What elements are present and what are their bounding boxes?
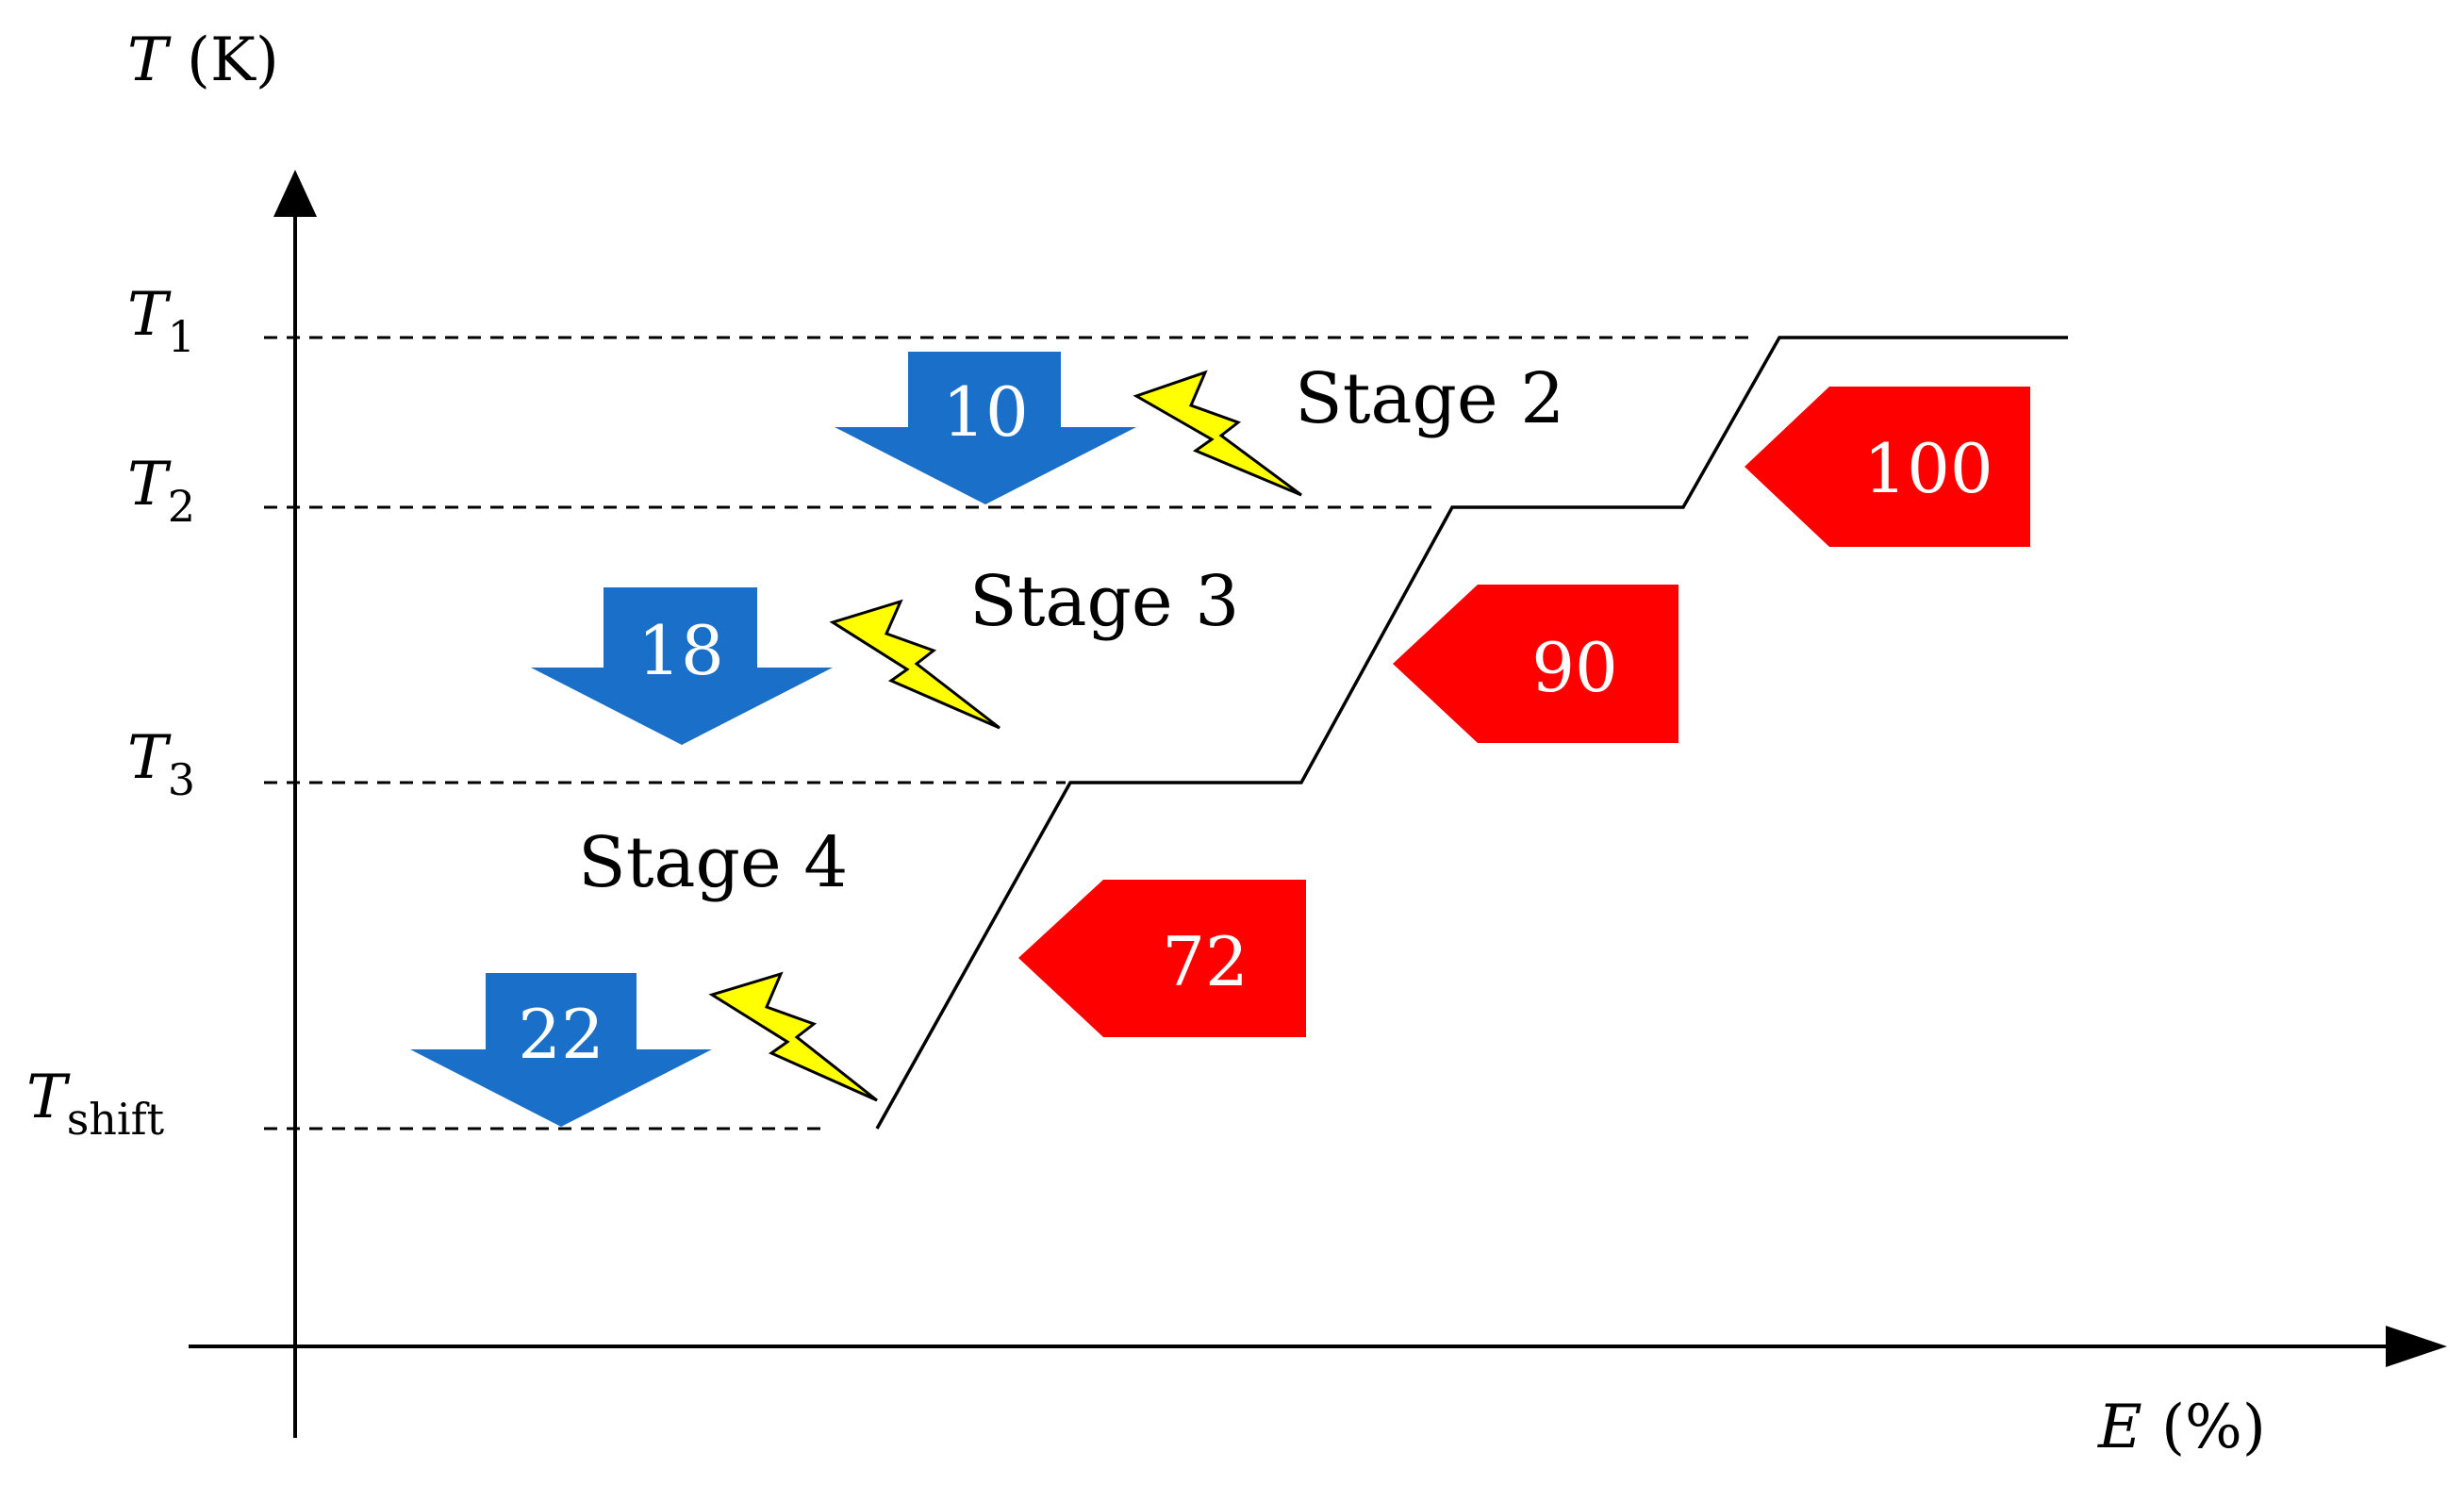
- heating-arrow-90: 90: [1393, 585, 1678, 743]
- level-label-t2: T2: [127, 450, 195, 532]
- strain-temperature-curve: [875, 336, 2068, 1130]
- heating-arrow-100: 100: [1745, 387, 2030, 547]
- x-axis-label: E (%): [2097, 1393, 2266, 1462]
- cooling-value-stage-4: 22: [518, 995, 604, 1074]
- stage-label-2: Stage 2: [1295, 358, 1564, 439]
- stage-label-4: Stage 4: [578, 822, 848, 903]
- cooling-value-stage-3: 18: [637, 611, 724, 690]
- y-axis-arrowhead: [273, 170, 317, 217]
- stage-label-3: Stage 3: [969, 561, 1239, 642]
- heating-value-90: 90: [1531, 628, 1618, 707]
- heating-value-72: 72: [1162, 922, 1249, 1001]
- cooling-arrow-stage-4: 22: [410, 973, 712, 1127]
- cooling-value-stage-2: 10: [942, 372, 1029, 452]
- heating-arrow-72: 72: [1018, 880, 1306, 1037]
- level-label-t3: T3: [127, 723, 195, 805]
- lightning-bolt-icon: [829, 599, 1000, 730]
- x-axis-arrowhead: [2386, 1326, 2447, 1367]
- lightning-bolt-icon: [708, 971, 878, 1102]
- cooling-arrow-stage-2: 10: [835, 352, 1136, 504]
- level-label-t1: T1: [127, 280, 195, 362]
- heating-value-100: 100: [1863, 429, 1993, 508]
- y-axis-label: T (K): [127, 25, 279, 95]
- lightning-bolt-icon: [1133, 370, 1302, 497]
- cooling-arrow-stage-3: 18: [531, 587, 833, 745]
- level-label-tshift: Tshift: [26, 1063, 165, 1145]
